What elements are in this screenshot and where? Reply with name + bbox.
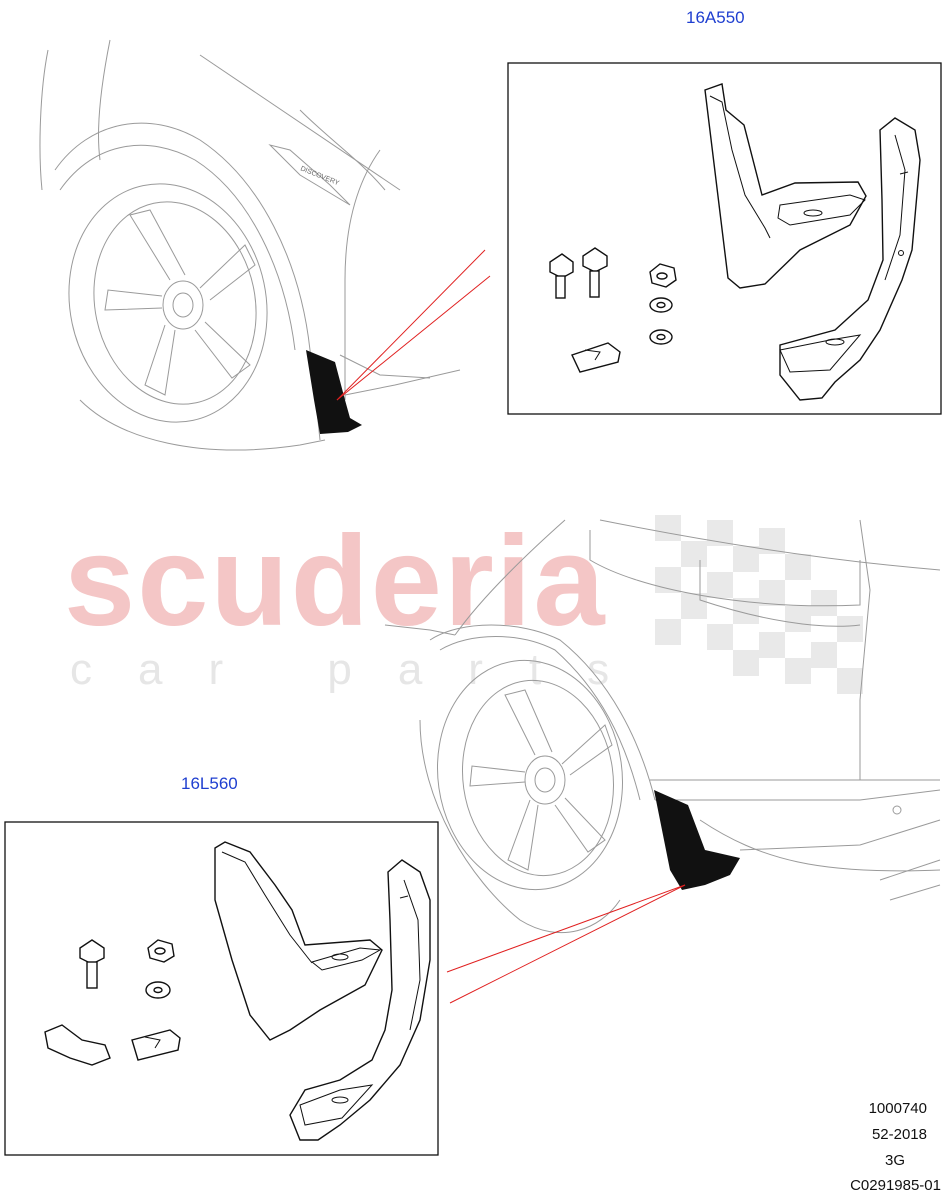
top-leader-line-1: [336, 249, 486, 401]
bottom-vehicle-rear-wheel: [384, 519, 941, 934]
bottom-leader-line-2: [449, 884, 686, 1004]
bottom-leader-line-1: [446, 884, 686, 973]
top-leader-line-2: [336, 275, 491, 401]
bottom-kit-callout[interactable]: 16L560: [181, 774, 238, 793]
bottom-kit-parts: [44, 841, 431, 1141]
watermark-brand: scuderia: [64, 510, 607, 653]
watermark-tagline: car parts: [70, 645, 656, 694]
illustration-code: 1000740: [868, 1100, 927, 1117]
checkered-flag-watermark: [655, 515, 863, 694]
bottom-kit-box: [4, 821, 439, 1156]
top-kit-box: [507, 62, 942, 415]
bottom-vehicle-mudflap: [654, 790, 740, 890]
top-kit-parts: [549, 83, 921, 401]
date-code: 52-2018: [871, 1126, 927, 1143]
top-vehicle-front-wheel: [39, 39, 461, 451]
variant-code: 3G: [884, 1152, 905, 1169]
catalog-code: C0291985-01: [850, 1177, 941, 1194]
top-vehicle-mudflap: [306, 350, 362, 434]
vehicle-badge-text: DISCOVERY: [299, 165, 340, 187]
top-kit-callout[interactable]: 16A550: [686, 8, 745, 27]
